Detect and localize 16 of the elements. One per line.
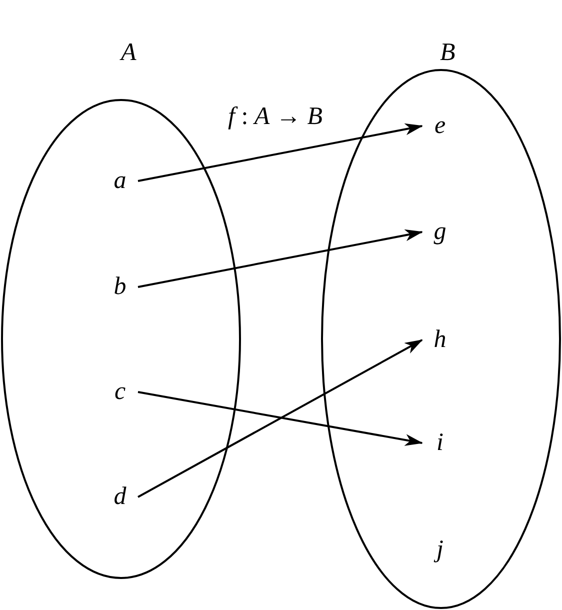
arrow	[138, 339, 423, 498]
arrow	[138, 123, 423, 182]
element-label: b	[102, 271, 138, 303]
element-label: j	[422, 534, 458, 566]
element-label: d	[102, 481, 138, 513]
element-label: h	[422, 324, 458, 356]
set-name: A	[121, 39, 136, 67]
element-label: g	[422, 216, 458, 248]
arrow	[138, 229, 423, 288]
element-label: i	[422, 427, 458, 459]
element-label: a	[102, 165, 138, 197]
element-label: c	[102, 376, 138, 408]
set-name: B	[440, 39, 456, 67]
function-label: f : A → B	[228, 103, 322, 131]
arrow	[138, 391, 423, 446]
element-label: e	[422, 110, 458, 142]
